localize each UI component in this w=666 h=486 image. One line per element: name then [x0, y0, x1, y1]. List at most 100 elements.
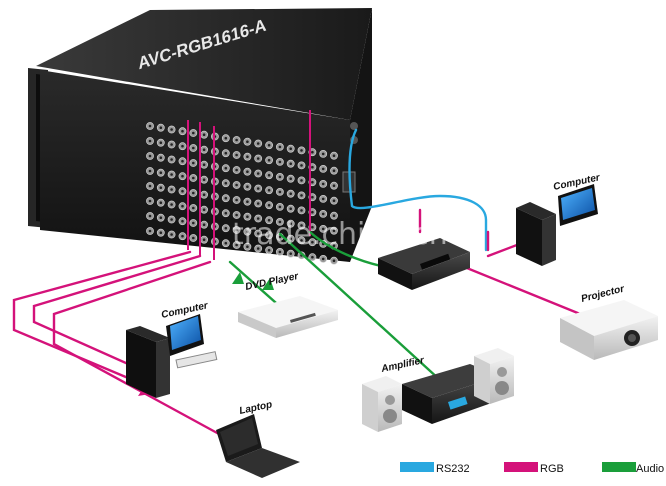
bnc-connector-pin — [224, 151, 228, 155]
bnc-connector-pin — [332, 169, 336, 172]
bnc-connector-pin — [246, 215, 249, 218]
bnc-connector-pin — [321, 167, 325, 171]
legend-swatch-audio — [602, 462, 636, 472]
legend-label-audio: Audio — [636, 463, 664, 475]
bnc-connector-pin — [300, 194, 303, 197]
arrow-head — [262, 278, 274, 290]
bnc-connector-pin — [246, 155, 249, 158]
bnc-connector-pin — [202, 193, 206, 196]
bnc-connector-pin — [267, 203, 271, 207]
cable-rgb-computer — [418, 208, 490, 252]
bnc-connector-pin — [246, 230, 249, 233]
cable-audio-dvd — [228, 260, 286, 312]
bnc-connector-pin — [311, 240, 314, 244]
bnc-connector-pin — [181, 189, 184, 193]
laptop: Laptop — [216, 399, 300, 478]
bnc-connector-pin — [278, 190, 282, 194]
bnc-connector-pin — [332, 259, 336, 263]
bnc-connector-pin — [202, 223, 206, 226]
bnc-connector-pin — [256, 247, 260, 250]
bnc-connector-pin — [267, 188, 271, 192]
bnc-connector-pin — [148, 124, 152, 128]
legend-label-rs232: RS232 — [436, 463, 470, 475]
bnc-connector-pin — [159, 186, 163, 189]
control-box — [378, 238, 470, 290]
bnc-connector-pin — [256, 157, 260, 160]
bnc-connector-pin — [300, 209, 303, 212]
bnc-connector-pin — [246, 245, 249, 248]
legend-swatch-rgb — [504, 462, 538, 472]
bnc-connector-pin — [148, 214, 152, 218]
bnc-connector-pin — [159, 156, 163, 159]
label-amplifier: Amplifier — [379, 355, 426, 375]
bnc-connector-pin — [289, 177, 293, 180]
bnc-connector-pin — [181, 129, 184, 133]
bnc-connector-pin — [159, 231, 163, 234]
bnc-connector-pin — [256, 232, 260, 235]
computer-left: Computer — [126, 300, 218, 398]
bnc-connector-pin — [289, 237, 293, 240]
bnc-connector-pin — [332, 154, 336, 157]
bnc-connector-pin — [289, 222, 293, 225]
bnc-connector-pin — [278, 250, 282, 254]
bnc-connector-pin — [148, 169, 152, 173]
bnc-connector-pin — [289, 147, 293, 150]
watermark: trade.china.cn — [232, 217, 448, 252]
bnc-connector-pin — [159, 201, 163, 204]
bnc-connector-pin — [181, 219, 184, 223]
bnc-connector-pin — [148, 154, 152, 158]
bnc-connector-pin — [159, 216, 163, 219]
bnc-connector-pin — [256, 172, 260, 175]
bnc-connector-pin — [311, 210, 314, 214]
bnc-connector-pin — [224, 136, 228, 140]
bnc-connector-pin — [321, 257, 325, 261]
bnc-connector-pin — [170, 173, 173, 176]
bnc-connector-pin — [246, 185, 249, 188]
bnc-connector-pin — [181, 159, 184, 163]
bnc-connector-pin — [332, 199, 336, 202]
bnc-connector-pin — [170, 233, 173, 236]
bnc-connector-pin — [181, 204, 184, 208]
bnc-connector-pin — [192, 131, 195, 135]
bnc-connector-pin — [192, 146, 195, 150]
matrix-switcher: AVC-RGB1616-A — [28, 8, 372, 265]
bnc-connector-pin — [192, 161, 195, 165]
bnc-connector-pin — [311, 225, 314, 229]
bnc-connector-pin — [278, 205, 282, 209]
bnc-connector-pin — [192, 206, 195, 210]
bnc-connector-pin — [311, 165, 314, 169]
bnc-connector-pin — [170, 218, 173, 221]
bnc-connector-pin — [224, 211, 228, 215]
bnc-connector-pin — [311, 150, 314, 154]
cable-audio-amplifier — [278, 232, 442, 382]
bnc-connector-pin — [224, 181, 228, 185]
label-computer-left: Computer — [160, 300, 210, 321]
bnc-connector-pin — [267, 218, 271, 222]
bnc-connector-pin — [267, 143, 271, 147]
bnc-connector-pin — [235, 153, 238, 157]
bnc-connector-pin — [235, 198, 238, 202]
bnc-connector-pin — [181, 234, 184, 238]
bnc-connector-pin — [321, 227, 325, 231]
cable-rgb-left-inner — [32, 254, 202, 374]
computer-right: Computer — [516, 172, 602, 266]
bnc-connector-pin — [224, 196, 228, 200]
bnc-connector-pin — [235, 228, 238, 232]
bnc-connector-pin — [256, 202, 260, 205]
bnc-connector-pin — [300, 224, 303, 227]
bnc-connector-pin — [256, 142, 260, 145]
bnc-connector-pin — [148, 199, 152, 203]
bnc-connector-pin — [202, 133, 206, 136]
bnc-connector-pin — [159, 126, 163, 129]
projector: Projector — [560, 283, 658, 360]
bnc-connector-pin — [267, 248, 271, 252]
bnc-connector-pin — [267, 173, 271, 177]
bnc-connector-pin — [278, 235, 282, 239]
bnc-connector-pin — [192, 176, 195, 180]
bnc-connector-pin — [148, 229, 152, 233]
dvd-player: DVD Player — [238, 271, 338, 338]
bnc-connector-pin — [192, 221, 195, 225]
bnc-connector-pin — [181, 174, 184, 178]
legend-label-rgb: RGB — [540, 463, 564, 475]
bnc-connector-pin — [159, 141, 163, 144]
